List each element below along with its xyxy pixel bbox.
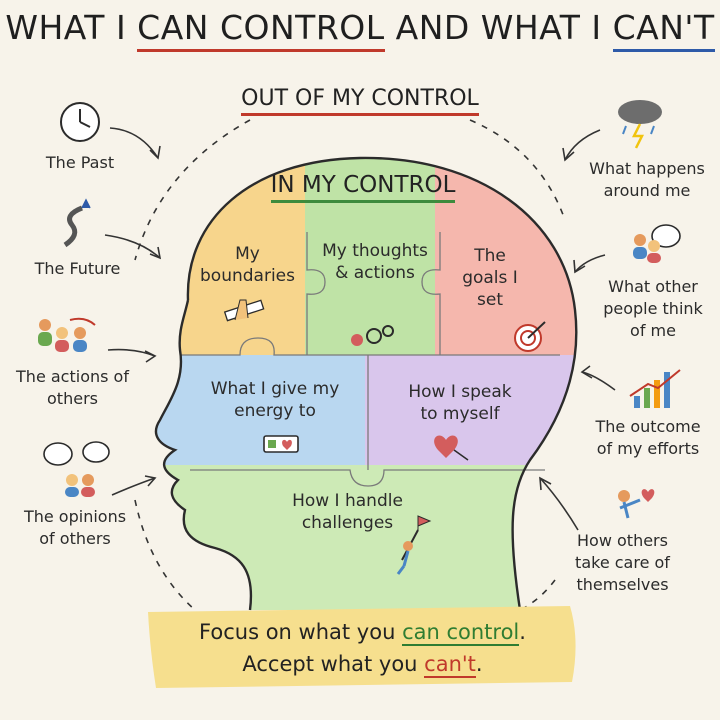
bar-chart-icon [629,369,681,408]
title-part4: CAN'T [612,8,715,52]
heart-person-icon [618,489,655,519]
target-icon [514,321,546,352]
banner-line2: Accept what you can't. [242,652,483,678]
label-the-past: The Past [45,153,115,172]
label-the-future: The Future [34,259,121,278]
path-arrow-icon [63,198,91,248]
dashed-arc-left-top [134,119,251,261]
label-opinions-of-others: The opinions of others [23,507,127,548]
stop-hand-icon [223,299,265,322]
label-outcome-of-efforts: The outcome of my efforts [595,417,701,458]
out-of-control-heading: OUT OF MY CONTROL [0,86,720,116]
label-how-others-take-care: How others take care of themselves [575,531,670,594]
page-title: WHAT I CAN CONTROL AND WHAT I CAN'T [0,8,720,52]
head-outline [154,156,578,611]
arrows [104,127,616,531]
storm-cloud-icon [618,100,662,149]
gears-icon [351,325,394,346]
piece-goals-label: The goals I set [462,246,518,310]
clock-icon [60,102,100,142]
piece-boundaries-label: My boundaries [200,244,295,286]
piece-challenges-label: How I handle challenges [292,491,403,533]
piece-energy-label: What I give my energy to [210,379,340,421]
piece-selftalk-label: How I speak to myself [408,382,512,424]
title-part1: WHAT I [5,8,138,47]
in-control-heading: IN MY CONTROL [258,172,468,203]
label-actions-of-others: The actions of others [16,367,129,408]
climber-flag-icon [396,515,432,575]
thought-bubble-people-icon [633,224,681,263]
label-what-other-people-think: What other people think of me [603,277,703,340]
piece-energy-fill [155,355,365,470]
title-part3: AND WHAT I [384,8,613,47]
label-what-happens-around-me: What happens around me [589,159,705,200]
speech-bubbles-icon [43,441,110,497]
heart-balloon-icon [434,435,469,461]
banner-background [148,606,576,688]
banner-line1: Focus on what you can control. [199,620,526,646]
piece-thoughts-label: My thoughts & actions [322,241,428,283]
dashed-arc-right-bottom [519,579,556,611]
piece-challenges-fill [155,465,577,610]
battery-heart-icon [263,435,299,453]
title-part2: CAN CONTROL [137,8,385,52]
dashed-arc-left-bottom [134,499,196,611]
banner-text: Focus on what you can control. Accept wh… [160,616,565,680]
dashed-arc-right-top [469,119,566,221]
piece-thoughts-fill [305,157,440,360]
people-icon [38,317,96,352]
